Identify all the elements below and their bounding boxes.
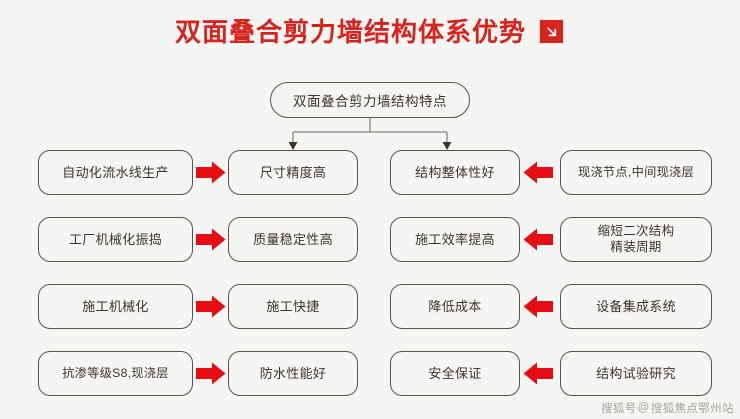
node-left-effect[interactable]: 尺寸精度高 [228, 150, 358, 195]
left-effect-cell: 防水性能好 [228, 351, 358, 396]
node-label: 工厂机械化振捣 [68, 231, 163, 247]
connector-tree [100, 118, 640, 154]
node-left-cause[interactable]: 施工机械化 [38, 284, 193, 329]
right-cause-cell: 现浇节点,中间现浇层 [560, 150, 712, 195]
diagram-row: 工厂机械化振捣 质量稳定性高 施工效率提高 缩短二次结构 精装周期 [0, 217, 740, 284]
watermark: 搜狐号 @ 搜狐焦点鄂州站 [601, 400, 734, 416]
arrow-left-icon [523, 295, 553, 318]
root-node-label: 双面叠合剪力墙结构特点 [293, 94, 447, 109]
node-left-effect[interactable]: 施工快捷 [228, 284, 358, 329]
right-effect-cell: 施工效率提高 [390, 217, 520, 262]
arrow-left-icon [523, 362, 553, 385]
node-label: 安全保证 [428, 365, 482, 381]
right-effect-cell: 安全保证 [390, 351, 520, 396]
node-label: 缩短二次结构 精装周期 [597, 224, 675, 254]
page-title: 双面叠合剪力墙结构体系优势 [174, 16, 526, 47]
node-right-cause[interactable]: 设备集成系统 [560, 284, 712, 329]
right-cause-cell: 缩短二次结构 精装周期 [560, 217, 712, 262]
diagram-grid: 自动化流水线生产 尺寸精度高 结构整体性好 现浇节点,中间现浇层 [0, 150, 740, 418]
node-right-effect[interactable]: 降低成本 [390, 284, 520, 329]
node-right-effect[interactable]: 安全保证 [390, 351, 520, 396]
node-left-cause[interactable]: 自动化流水线生产 [38, 150, 193, 195]
left-effect-cell: 尺寸精度高 [228, 150, 358, 195]
node-left-effect[interactable]: 防水性能好 [228, 351, 358, 396]
node-label: 结构整体性好 [415, 164, 495, 180]
node-right-cause[interactable]: 现浇节点,中间现浇层 [560, 150, 712, 195]
node-right-effect[interactable]: 结构整体性好 [390, 150, 520, 195]
diagram-row: 施工机械化 施工快捷 降低成本 设备集成系统 [0, 284, 740, 351]
left-effect-cell: 质量稳定性高 [228, 217, 358, 262]
left-cause-cell: 工厂机械化振捣 [38, 217, 193, 262]
diagram-row: 抗渗等级S8,现浇层 防水性能好 安全保证 结构试验研究 [0, 351, 740, 418]
node-label: 施工快捷 [266, 298, 320, 314]
arrow-right-icon [196, 362, 226, 385]
diagram-row: 自动化流水线生产 尺寸精度高 结构整体性好 现浇节点,中间现浇层 [0, 150, 740, 217]
root-node: 双面叠合剪力墙结构特点 [270, 82, 470, 118]
node-label: 施工机械化 [82, 298, 149, 314]
arrow-left-icon [523, 161, 553, 184]
node-label: 结构试验研究 [596, 365, 676, 381]
node-left-effect[interactable]: 质量稳定性高 [228, 217, 358, 262]
node-right-effect[interactable]: 施工效率提高 [390, 217, 520, 262]
left-cause-cell: 自动化流水线生产 [38, 150, 193, 195]
node-label: 抗渗等级S8,现浇层 [62, 366, 169, 381]
node-label: 质量稳定性高 [253, 231, 333, 247]
node-label: 尺寸精度高 [259, 164, 327, 180]
right-cause-cell: 设备集成系统 [560, 284, 712, 329]
node-label: 现浇节点,中间现浇层 [577, 165, 695, 180]
arrow-right-icon [196, 228, 226, 251]
arrow-right-icon [196, 295, 226, 318]
watermark-source: 搜狐焦点鄂州站 [650, 403, 734, 415]
right-cause-cell: 结构试验研究 [560, 351, 712, 396]
page-title-bar: 双面叠合剪力墙结构体系优势 [0, 18, 740, 45]
watermark-at-symbol: @ [637, 402, 650, 414]
node-label: 降低成本 [428, 298, 482, 314]
node-right-cause[interactable]: 结构试验研究 [560, 351, 712, 396]
left-effect-cell: 施工快捷 [228, 284, 358, 329]
arrow-right-icon [196, 161, 226, 184]
arrow-down-right-icon [538, 18, 565, 45]
node-label: 设备集成系统 [596, 298, 676, 314]
node-label: 施工效率提高 [415, 231, 495, 247]
right-effect-cell: 降低成本 [390, 284, 520, 329]
left-cause-cell: 抗渗等级S8,现浇层 [38, 351, 193, 396]
watermark-prefix: 搜狐号 [600, 403, 637, 415]
right-effect-cell: 结构整体性好 [390, 150, 520, 195]
node-left-cause[interactable]: 工厂机械化振捣 [38, 217, 193, 262]
node-right-cause[interactable]: 缩短二次结构 精装周期 [560, 217, 712, 262]
node-left-cause[interactable]: 抗渗等级S8,现浇层 [38, 351, 193, 396]
node-label: 防水性能好 [259, 365, 327, 381]
arrow-left-icon [523, 228, 553, 251]
node-label: 自动化流水线生产 [62, 164, 169, 180]
left-cause-cell: 施工机械化 [38, 284, 193, 329]
